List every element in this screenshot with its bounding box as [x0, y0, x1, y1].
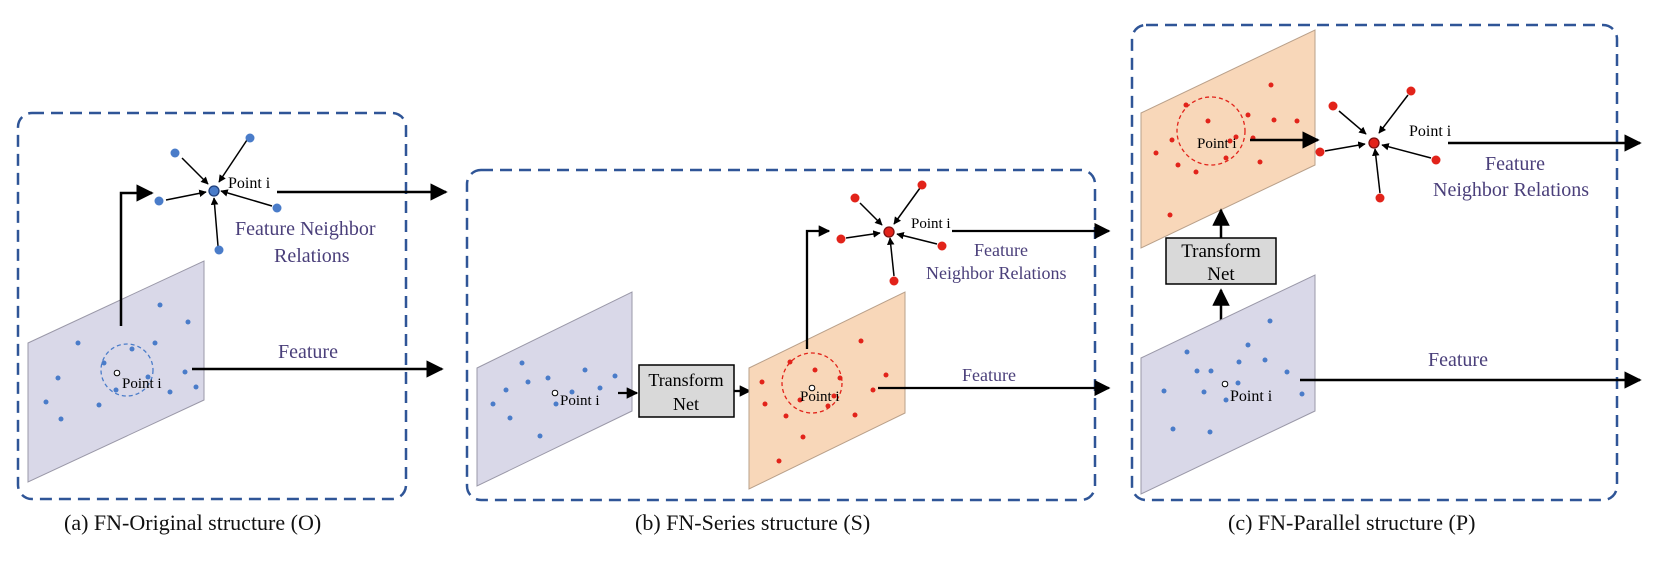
panel-b-neighbor-cluster [836, 180, 947, 286]
panel-c-relations-label-2: Neighbor Relations [1433, 179, 1589, 201]
panel-b-feature-label: Feature [962, 365, 1016, 385]
panel-c-center-node [1368, 137, 1380, 149]
panel-a-node-label: Point i [228, 175, 271, 192]
panel-b: Point i Transform Net Point i [465, 168, 1111, 502]
panel-a-frame [16, 111, 408, 501]
panel-b-transform-label-1: Transform [648, 370, 723, 390]
panel-a-center-node [208, 185, 220, 197]
panel-a-plane-point-label: Point i [122, 376, 162, 392]
panel-b-up-arrow [805, 225, 831, 349]
panel-c-transform-label-1: Transform [1181, 241, 1261, 262]
panel-a: Point i Point i Feature Neighbor Relatio… [16, 111, 448, 501]
panel-b-transform-label-2: Net [673, 394, 699, 414]
panel-c-relations-label-1: Feature [1485, 153, 1545, 175]
panel-b-plane1-point-label: Point i [560, 393, 600, 409]
panel-b-relations-label-1: Feature [974, 240, 1028, 260]
panel-b-transformed-plane-points [759, 338, 889, 464]
panel-a-feature-label: Feature [278, 341, 338, 363]
panel-c-neighbor-cluster [1315, 86, 1441, 203]
panel-b-transform-net [638, 364, 735, 418]
caption-a: (a) FN-Original structure (O) [64, 510, 322, 535]
panel-c-input-plane-points [1161, 318, 1305, 435]
panel-a-relations-label-2: Relations [274, 245, 350, 267]
panel-b-transformed-plane [748, 291, 906, 490]
panel-c-transform-net [1165, 237, 1277, 285]
panel-c: Point i Point i Feature Neighbor Relatio… [1130, 23, 1642, 502]
panel-b-input-plane-points [490, 360, 618, 439]
panel-c-transformed-plane-points [1153, 82, 1300, 218]
panel-a-neighborhood-circle [100, 343, 154, 397]
panel-c-feature-label: Feature [1428, 349, 1488, 371]
panel-a-up-arrow [119, 184, 154, 326]
panel-c-bottom-plane-point-label: Point i [1230, 388, 1273, 405]
panel-a-neighbor-cluster [154, 133, 282, 255]
panel-c-transform-label-2: Net [1207, 264, 1235, 285]
panel-b-plane2-point-label: Point i [800, 389, 840, 405]
panel-b-node-label: Point i [911, 216, 951, 232]
panel-a-plane-points [43, 302, 199, 422]
panel-b-input-plane [476, 291, 633, 487]
panel-a-relations-label-1: Feature Neighbor [235, 218, 376, 240]
panel-b-neighborhood-circle [781, 352, 843, 414]
caption-c: (c) FN-Parallel structure (P) [1228, 510, 1476, 535]
panel-b-center-node [883, 226, 895, 238]
panel-c-frame [1130, 23, 1619, 502]
panel-c-neighborhood-circle [1176, 96, 1246, 166]
panel-c-node-label: Point i [1409, 123, 1452, 140]
panel-b-frame [465, 168, 1097, 502]
panel-c-top-plane-point-label: Point i [1197, 136, 1237, 152]
panel-b-relations-label-2: Neighbor Relations [926, 263, 1066, 283]
caption-b: (b) FN-Series structure (S) [635, 510, 871, 535]
